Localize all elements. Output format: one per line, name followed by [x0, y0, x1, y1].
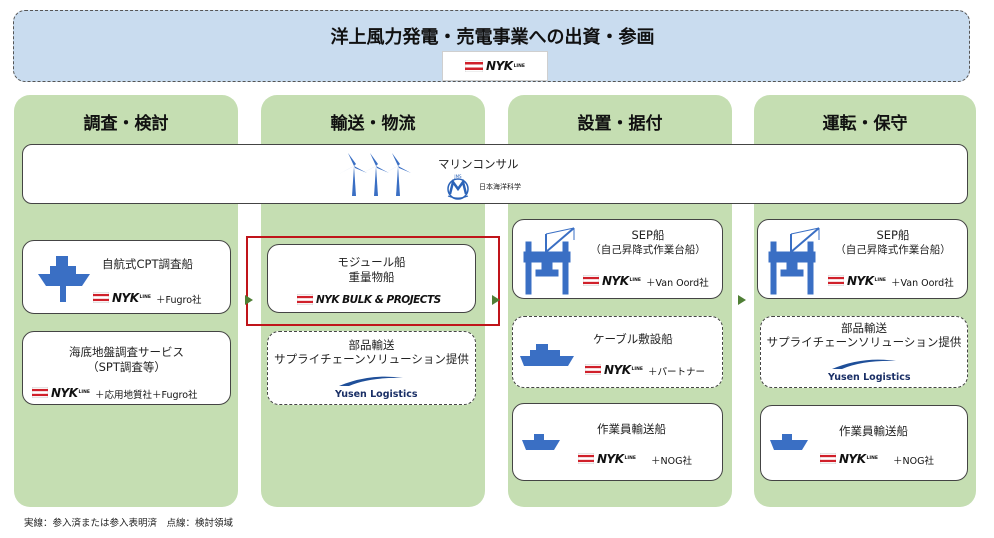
yusen-word: Yusen Logistics	[828, 372, 911, 383]
column-survey-label: 調査・検討	[83, 114, 169, 134]
cpt-vessel-title: 自航式CPT調査船	[102, 257, 193, 271]
nyk-line-word: LINE	[78, 390, 90, 395]
spt-partner: ＋応用地質社＋Fugro社	[95, 390, 198, 401]
cpt-vessel-card	[22, 240, 231, 314]
nyk-line-logo: NYK LINE	[585, 363, 643, 377]
nyk-line-logo: NYK LINE	[578, 452, 636, 466]
module-vessel-line1: モジュール船	[337, 255, 406, 269]
sep-vessel-line2-b: （自己昇降式作業台船）	[835, 244, 951, 256]
nyk-flag-icon	[828, 275, 844, 286]
spt-service-line1: 海底地盤調査サービス	[69, 345, 184, 359]
nyk-word: NYK	[51, 385, 78, 400]
nyk-line-logo: NYK LINE	[93, 291, 151, 305]
nyk-word: NYK	[839, 451, 866, 466]
page-title: 洋上風力発電・売電事業への出資・参画	[330, 27, 655, 48]
nyk-line-logo: NYK LINE	[583, 274, 641, 288]
cpt-partner: ＋Fugro社	[156, 295, 202, 306]
crew-partner-b: ＋NOG社	[893, 456, 934, 467]
jms-logo-icon: JMS	[447, 174, 469, 200]
nyk-flag-icon	[583, 275, 599, 286]
yusen-word: Yusen Logistics	[335, 389, 418, 400]
module-vessel-line2: 重量物船	[348, 270, 395, 284]
column-operation-label: 運転・保守	[822, 114, 908, 134]
sep-vessel-line1-b: SEP船	[876, 228, 910, 242]
parts-logistics-card-1	[267, 331, 476, 405]
spt-service-card	[22, 331, 231, 405]
nyk-line-logo: NYK LINE	[820, 452, 878, 466]
nyk-word: NYK	[604, 362, 631, 377]
cable-vessel-icon	[520, 344, 574, 366]
nyk-line-word: LINE	[624, 456, 636, 461]
flow-arrow-2	[492, 295, 500, 305]
cable-partner: ＋パートナー	[648, 367, 706, 378]
flow-arrow-3	[738, 295, 746, 305]
nyk-bulk-word: NYK BULK & PROJECTS	[316, 293, 441, 306]
spt-service-line2: （SPT調査等）	[87, 360, 166, 374]
yusen-swoosh-icon	[339, 376, 403, 386]
nyk-flag-icon	[32, 387, 48, 398]
parts-logistics-line1-b: 部品輸送	[841, 321, 887, 335]
spt-partner-row: NYK LINE ＋応用地質社＋Fugro社	[32, 383, 198, 402]
parts-logistics-card-2	[760, 316, 968, 388]
yusen-logo: Yusen Logistics	[335, 372, 418, 400]
sep-partner-row-a: NYK LINE ＋Van Oord社	[583, 271, 709, 290]
jms-company-label: 日本海洋科学	[479, 183, 521, 191]
nyk-flag-icon	[585, 364, 601, 375]
marine-consult-box	[22, 144, 968, 204]
nyk-line-word: LINE	[631, 367, 643, 372]
nyk-line-word: LINE	[513, 63, 525, 69]
parts-logistics-line2-b: サプライチェーンソリューション提供	[766, 335, 962, 349]
yusen-swoosh-icon	[832, 359, 896, 369]
crew-vessel-title-a: 作業員輸送船	[597, 422, 666, 436]
nyk-line-logo: NYK LINE	[32, 386, 90, 400]
nyk-line-word: LINE	[629, 278, 641, 283]
nyk-bulk-logo: NYK BULK & PROJECTS	[297, 290, 441, 309]
nyk-line-word: LINE	[139, 295, 151, 300]
nyk-line-logo: NYK LINE	[828, 274, 886, 288]
nyk-word: NYK	[112, 290, 139, 305]
marine-consult-label: マリンコンサル	[438, 157, 519, 171]
sep-vessel-icon	[768, 227, 820, 295]
legend-note: 実線：参入済または参入表明済 点線：検討領域	[24, 518, 234, 529]
cpt-vessel-icon	[38, 256, 90, 302]
nyk-flag-icon	[93, 292, 109, 303]
title-banner: 洋上風力発電・売電事業への出資・参画 NYK LINE	[13, 10, 970, 82]
parts-logistics-line1: 部品輸送	[348, 338, 395, 352]
cable-vessel-title: ケーブル敷設船	[593, 332, 673, 346]
yusen-logo: Yusen Logistics	[828, 355, 911, 383]
sep-partner-b: ＋Van Oord社	[891, 278, 954, 289]
nyk-word: NYK	[486, 59, 513, 73]
sep-partner-a: ＋Van Oord社	[646, 278, 709, 289]
nyk-flag-icon	[465, 60, 484, 72]
nyk-word: NYK	[602, 273, 629, 288]
crew-partner-row-a: NYK LINE ＋NOG社	[578, 449, 692, 468]
highlight-frame	[246, 236, 500, 326]
nyk-line-word: LINE	[874, 278, 886, 283]
jms-mark-text: JMS	[453, 174, 462, 179]
nyk-flag-icon	[297, 294, 313, 305]
cable-partner-row: NYK LINE ＋パートナー	[585, 360, 705, 379]
crew-partner-row-b: NYK LINE ＋NOG社	[820, 449, 934, 468]
sep-vessel-line2-a: （自己昇降式作業台船）	[590, 244, 706, 256]
crew-vessel-title-b: 作業員輸送船	[839, 424, 908, 438]
crew-partner-a: ＋NOG社	[651, 456, 692, 467]
wind-turbine-icon	[339, 153, 411, 196]
column-transport-label: 輸送・物流	[330, 114, 416, 134]
flow-arrow-1	[245, 295, 253, 305]
nyk-word: NYK	[597, 451, 624, 466]
nyk-line-logo: NYK LINE	[442, 51, 548, 81]
sep-vessel-line1-a: SEP船	[631, 228, 665, 242]
nyk-flag-icon	[578, 453, 594, 464]
sep-partner-row-b: NYK LINE ＋Van Oord社	[828, 271, 954, 290]
crew-vessel-icon	[522, 434, 560, 450]
crew-vessel-icon	[770, 434, 808, 450]
cpt-partner-row: NYK LINE ＋Fugro社	[93, 288, 202, 307]
column-installation-label: 設置・据付	[577, 114, 663, 134]
nyk-line-word: LINE	[866, 456, 878, 461]
parts-logistics-line2: サプライチェーンソリューション提供	[274, 352, 469, 366]
sep-vessel-icon	[523, 227, 575, 295]
nyk-word: NYK	[847, 273, 874, 288]
nyk-flag-icon	[820, 453, 836, 464]
